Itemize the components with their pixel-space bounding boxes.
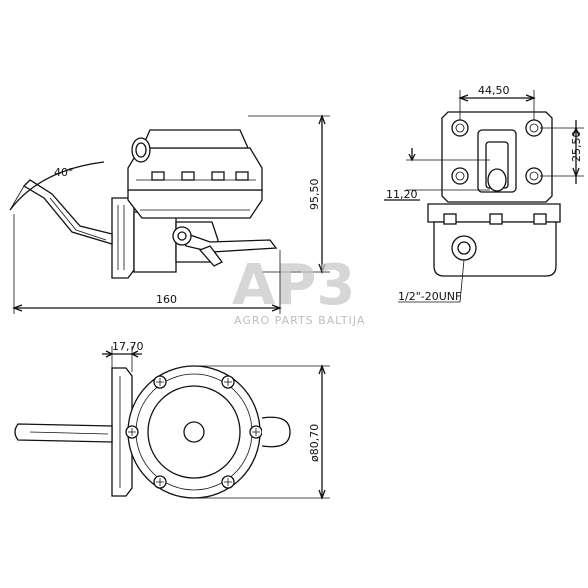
depth-label: 17,70 [112, 340, 144, 353]
vertical-label: 25,50 [570, 131, 583, 163]
watermark-logo: AP3 [232, 253, 355, 318]
side-view: 40° 95,50 160 [9, 114, 330, 314]
housing-screw [125, 375, 263, 489]
height-label: 95,50 [308, 179, 321, 211]
watermark: AP3 AGRO PARTS BALTIJA [232, 253, 365, 327]
top-view: 17,70 ø80,70 [14, 340, 330, 500]
watermark-text: AGRO PARTS BALTIJA [234, 314, 365, 327]
thread-label: 1/2"-20UNF [398, 290, 461, 303]
angle-label: 40° [54, 166, 74, 179]
offset-label: 11,20 [386, 188, 418, 201]
length-label: 160 [156, 293, 177, 306]
diameter-label: ø80,70 [308, 424, 321, 462]
width-label: 44,50 [478, 84, 510, 97]
front-view: 44,50 25,50 11,20 1/2"-20UNF [384, 84, 584, 303]
